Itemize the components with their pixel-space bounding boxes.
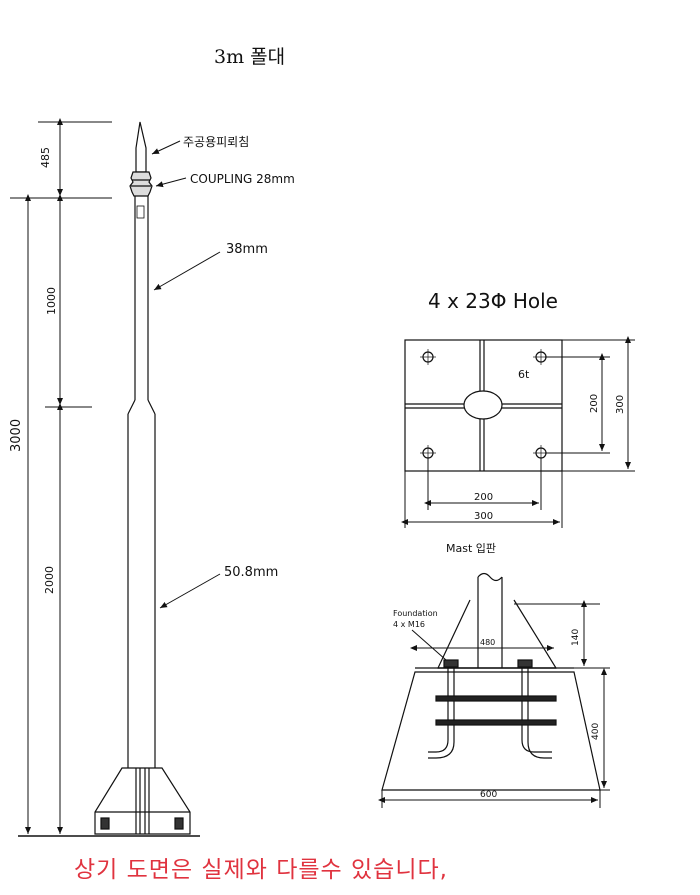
gusset [437,599,558,669]
anchor-bolt [527,660,552,759]
bolt-label-1: Foundation [393,609,438,618]
foundation-dimensions [378,600,610,808]
dim-pipe: 480 [480,638,495,647]
pipe-break [477,572,503,582]
dim-foundation-lower: 400 [591,723,601,740]
dim-foundation-upper: 140 [571,629,581,646]
foundation-heading: Mast 입판 [446,542,496,555]
dim-top-section: 485 [39,147,52,168]
label-lightning-rod: 주공용피뢰침 [183,135,249,149]
dim-plate-inner-w: 200 [474,492,493,503]
mast-drawing [18,121,200,837]
foundation-drawing [381,572,601,791]
base-plate-dimensions [401,336,635,528]
center-hole [463,390,503,420]
plate-thickness: 6t [518,368,530,381]
anchor-bolt [428,660,449,753]
dim-plate-outer-w: 300 [474,511,493,522]
mount-hole [420,349,436,365]
label-coupling: COUPLING 28mm [190,172,295,186]
disclaimer-notice: 상기 도면은 실제와 다를수 있습니다, [74,857,448,883]
dim-total-height: 3000 [9,419,24,452]
drawing-title: 3m 폴대 [214,46,286,68]
label-upper-diameter: 38mm [226,242,268,257]
dim-foundation-width: 600 [480,790,497,800]
base-bolt [100,817,110,830]
dim-upper-section: 1000 [45,287,58,315]
dim-plate-outer-h: 300 [615,395,626,414]
concrete-block [381,671,601,791]
rebar [435,695,557,702]
mast-dimensions [10,118,112,834]
anchor-bolt [428,660,455,759]
label-lower-diameter: 50.8mm [224,565,278,580]
bolt-label-2: 4 x M16 [393,620,425,629]
base-bolt [174,817,184,830]
rebar [435,719,557,726]
dim-lower-section: 2000 [43,566,56,594]
coupling-part [129,171,153,197]
lightning-rod-tip [135,121,147,173]
dim-plate-inner-h: 200 [589,394,600,413]
anchor-bolt [521,660,552,753]
hole-label: 4 x 23Φ Hole [428,289,558,313]
base-plate-drawing [404,339,563,472]
